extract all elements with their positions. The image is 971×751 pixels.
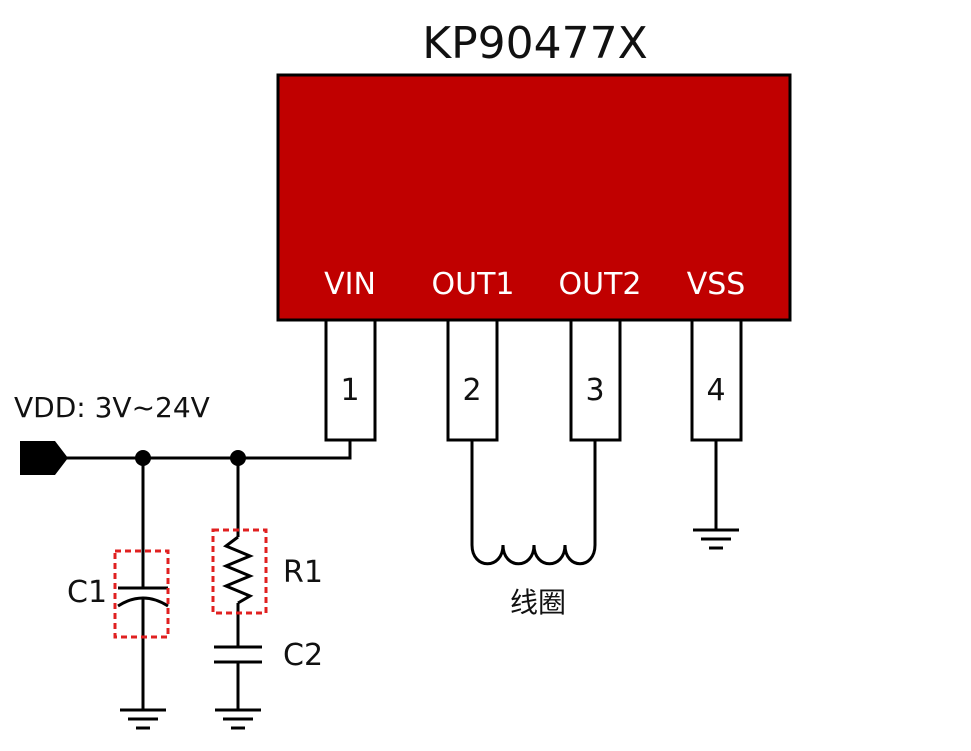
pin-label-out1: OUT1: [432, 267, 515, 302]
supply-label: VDD: 3V~24V: [14, 391, 210, 424]
chip-body: [276, 73, 792, 322]
c1-label: C1: [67, 575, 107, 610]
pin-number-2: 2: [462, 373, 481, 408]
pin-label-out2: OUT2: [559, 267, 642, 302]
r1-label: R1: [283, 555, 323, 590]
ground-icon: [120, 708, 166, 730]
pin-3: 3: [569, 318, 622, 442]
supply-terminal-icon: [20, 441, 68, 475]
pin-4: 4: [690, 318, 743, 442]
ground-icon: [693, 528, 739, 550]
supply-wire: [66, 440, 352, 460]
ground-icon: [215, 708, 261, 730]
pin-1: 1: [324, 318, 377, 442]
coil-icon: [470, 440, 597, 566]
pin-2: 2: [446, 318, 499, 442]
pin-number-1: 1: [340, 373, 359, 408]
pin-number-3: 3: [585, 373, 604, 408]
pin-number-4: 4: [706, 373, 725, 408]
coil-label: 线圈: [510, 586, 566, 619]
capacitor-c2: [214, 645, 262, 710]
r1-highlight-box: [211, 528, 268, 615]
pin-label-vss: VSS: [687, 267, 746, 302]
capacitor-c1: [117, 458, 169, 710]
c2-label: C2: [283, 638, 323, 673]
pin-label-vin: VIN: [324, 267, 376, 302]
resistor-r1: [222, 458, 254, 647]
chip-title: KP90477X: [422, 18, 648, 69]
c1-highlight-box: [113, 549, 170, 639]
